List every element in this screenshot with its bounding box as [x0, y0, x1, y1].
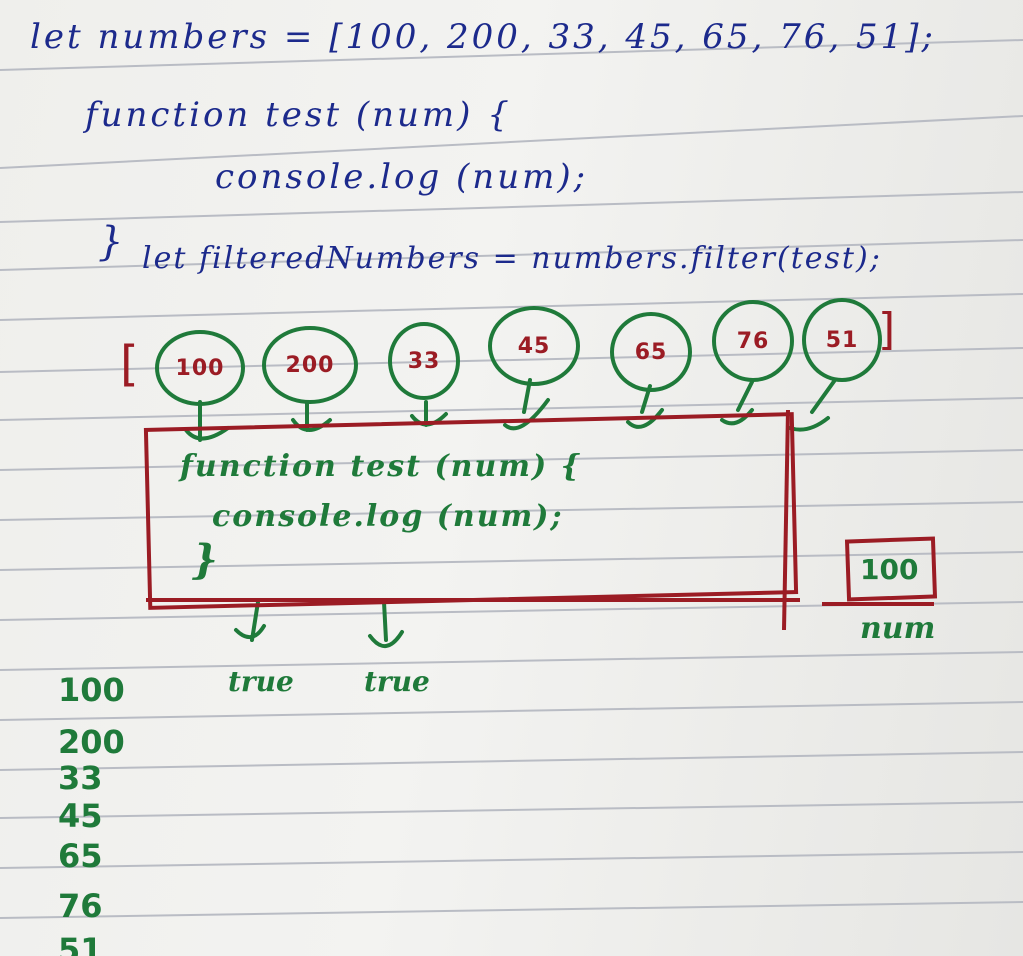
box-closing-brace: }	[192, 536, 218, 583]
element-value: 65	[634, 339, 668, 365]
element-circle: 51	[802, 298, 882, 382]
output-item: 51	[58, 931, 103, 956]
element-value: 33	[407, 348, 441, 374]
array-open-bracket: [	[120, 336, 139, 392]
code-line-function: function test (num) {	[85, 95, 512, 135]
element-value: 76	[736, 328, 770, 354]
result-true: true	[228, 665, 294, 698]
element-value: 45	[517, 333, 551, 359]
array-close-bracket: ]	[878, 304, 896, 355]
element-circle: 200	[262, 326, 358, 404]
element-circle: 65	[610, 312, 692, 392]
element-circle: 76	[712, 300, 794, 382]
num-label: num	[860, 611, 936, 646]
box-console-line: console.log (num);	[212, 499, 564, 534]
box-function-line: function test (num) {	[180, 449, 582, 484]
output-item: 76	[58, 887, 103, 925]
closing-brace: }	[98, 219, 127, 265]
element-circle: 45	[488, 306, 580, 386]
code-line-array: let numbers = [100, 200, 33, 45, 65, 76,…	[30, 17, 936, 57]
num-value: 100	[860, 553, 919, 586]
element-circle: 33	[388, 322, 460, 400]
element-circle: 100	[155, 330, 245, 406]
output-item: 200	[58, 723, 125, 761]
code-line-console: console.log (num);	[215, 157, 589, 197]
code-line-filter: let filteredNumbers = numbers.filter(tes…	[142, 241, 882, 276]
output-item: 45	[58, 797, 103, 835]
output-item: 33	[58, 759, 103, 797]
result-true: true	[364, 665, 430, 698]
element-value: 100	[175, 355, 225, 381]
element-value: 200	[285, 352, 335, 378]
element-value: 51	[825, 327, 859, 353]
output-item: 100	[58, 671, 125, 709]
output-item: 65	[58, 837, 103, 875]
